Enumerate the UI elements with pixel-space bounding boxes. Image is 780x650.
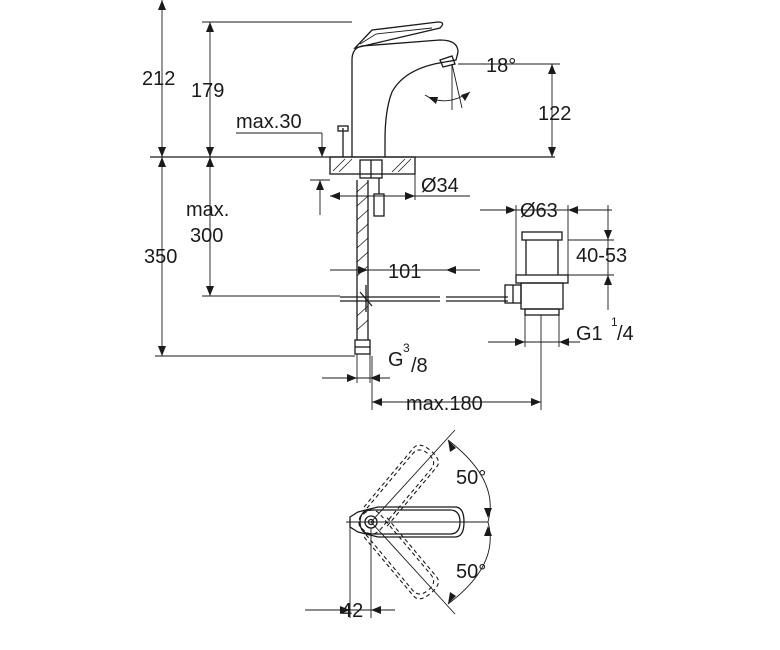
flexible-hose <box>354 180 371 355</box>
dim-hole-diameter <box>330 174 470 200</box>
label-max-deck: max.30 <box>236 111 302 133</box>
inlet-thread-g: G <box>388 349 404 371</box>
label-max-reach: max.180 <box>406 393 483 415</box>
waste-thread-num: 1 <box>611 315 618 329</box>
label-waste-diameter: Ø63 <box>520 200 558 222</box>
popup-linkage <box>340 285 508 312</box>
dim-spout <box>424 63 560 157</box>
label-spout-height: 179 <box>191 80 224 102</box>
label-total-height: 212 <box>142 68 175 90</box>
waste-thread-den: /4 <box>617 323 634 345</box>
inlet-thread-den: /8 <box>411 355 428 377</box>
deck-section <box>329 156 416 217</box>
label-spout-angle: 18° <box>486 55 516 77</box>
label-waste-range: 40-53 <box>576 245 627 267</box>
dim-deck-thickness <box>236 132 330 215</box>
label-swing-bottom: 50° <box>456 561 486 583</box>
dim-offset-101 <box>330 266 480 274</box>
label-hole-diameter: Ø34 <box>421 175 459 197</box>
dim-left-verticals <box>155 0 355 357</box>
label-outlet-height: 122 <box>538 103 571 125</box>
faucet-side-view <box>337 21 459 157</box>
faucet-top-view <box>305 429 492 618</box>
label-max-below-1: max. <box>186 199 229 221</box>
label-below-deck: 350 <box>144 246 177 268</box>
waste-thread-g: G1 <box>576 323 603 345</box>
label-swing-top: 50° <box>456 467 486 489</box>
dim-waste-thread <box>488 315 580 347</box>
dim-max-reach <box>371 315 542 410</box>
label-inlet-thread: G 3 /8 <box>388 341 428 377</box>
label-handle-offset: 42 <box>341 600 363 622</box>
dim-waste-range <box>568 205 614 310</box>
label-offset-101: 101 <box>388 261 421 283</box>
label-max-below-2: 300 <box>190 225 223 247</box>
label-waste-thread: G1 1 /4 <box>576 315 634 345</box>
inlet-thread-num: 3 <box>403 341 410 355</box>
waste-assembly <box>504 231 569 316</box>
dim-inlet-thread <box>322 354 390 383</box>
